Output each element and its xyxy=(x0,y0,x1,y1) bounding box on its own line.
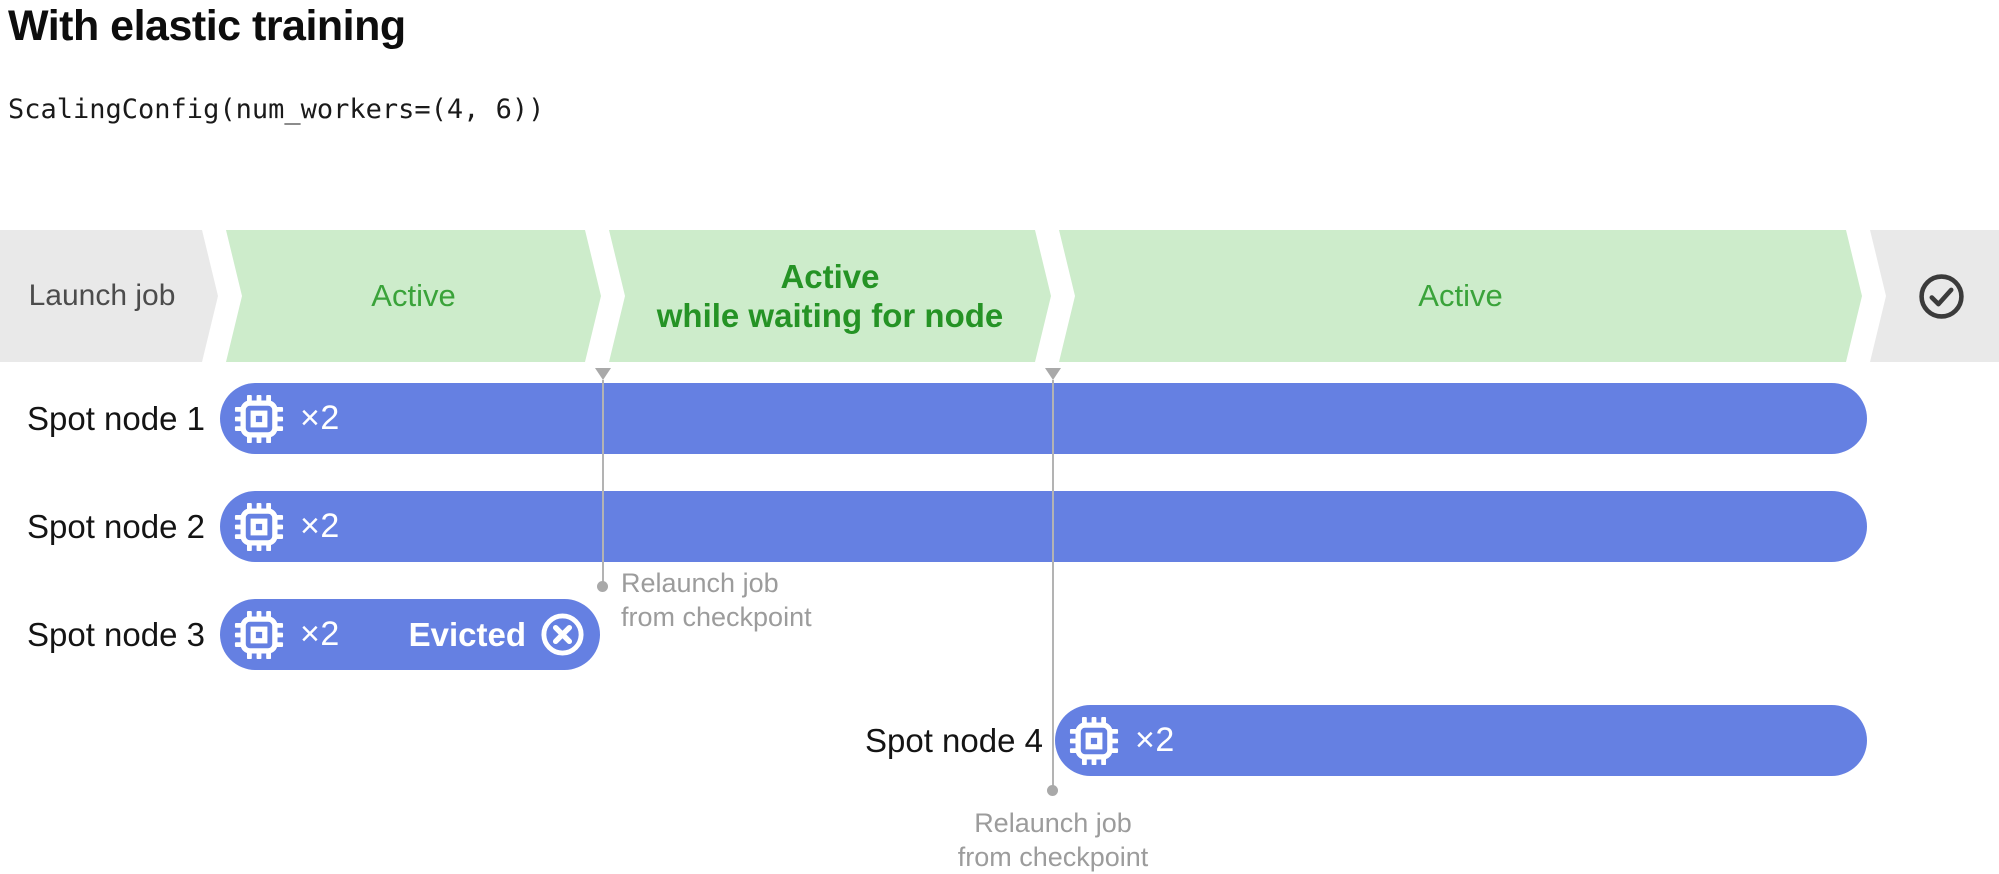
node-bar-spot-3: ×2 Evicted xyxy=(220,599,600,670)
evicted-status: Evicted xyxy=(409,611,586,658)
marker-dot-icon xyxy=(597,581,608,592)
relaunch-note-1: Relaunch job from checkpoint xyxy=(621,566,812,634)
node-label-spot-4: Spot node 4 xyxy=(865,721,1043,759)
node-bar-spot-2: ×2 xyxy=(220,491,1867,562)
stage-label: Launch job xyxy=(28,279,176,312)
relaunch-note-2: Relaunch job from checkpoint xyxy=(853,806,1253,874)
check-circle-icon xyxy=(1919,273,1964,319)
relaunch-marker-line-1 xyxy=(602,380,604,586)
timeline-band: Launch job Active Active while waiting f… xyxy=(0,230,1999,362)
evicted-label: Evicted xyxy=(408,615,526,653)
gpu-multiplier: ×2 xyxy=(300,507,340,545)
stage-label: Active xyxy=(371,278,456,313)
stage-active-1: Active xyxy=(226,230,601,362)
marker-dot-icon xyxy=(1047,785,1058,796)
x-circle-icon xyxy=(541,613,584,656)
stage-active-while-waiting: Active while waiting for node xyxy=(609,230,1051,362)
relaunch-note-line1: Relaunch job xyxy=(974,808,1132,838)
stage-complete xyxy=(1870,230,1999,362)
node-label-spot-2: Spot node 2 xyxy=(27,507,205,545)
node-label-spot-1: Spot node 1 xyxy=(27,399,205,437)
stage-label: Active xyxy=(780,258,880,295)
node-label-spot-3: Spot node 3 xyxy=(27,615,205,653)
stage-sublabel: while waiting for node xyxy=(656,297,1004,334)
page-title: With elastic training xyxy=(8,2,406,50)
node-bar-spot-4: ×2 xyxy=(1055,705,1867,776)
marker-triangle-icon xyxy=(1045,368,1061,380)
chip-icon xyxy=(234,502,284,551)
gpu-multiplier: ×2 xyxy=(300,615,340,653)
chip-icon xyxy=(234,610,284,659)
stage-launch-job: Launch job xyxy=(0,230,218,362)
stage-active-2: Active xyxy=(1059,230,1862,362)
relaunch-marker-line-2 xyxy=(1052,380,1054,791)
gpu-multiplier: ×2 xyxy=(300,399,340,437)
relaunch-note-line2: from checkpoint xyxy=(621,602,812,632)
node-bar-spot-1: ×2 xyxy=(220,383,1867,454)
gpu-multiplier: ×2 xyxy=(1135,721,1175,759)
relaunch-note-line1: Relaunch job xyxy=(621,568,779,598)
chip-icon xyxy=(1069,716,1119,765)
stage-label: Active xyxy=(1418,278,1503,313)
relaunch-note-line2: from checkpoint xyxy=(957,842,1149,872)
scaling-config-code: ScalingConfig(num_workers=(4, 6)) xyxy=(8,94,545,125)
marker-triangle-icon xyxy=(595,368,611,380)
chip-icon xyxy=(234,394,284,443)
